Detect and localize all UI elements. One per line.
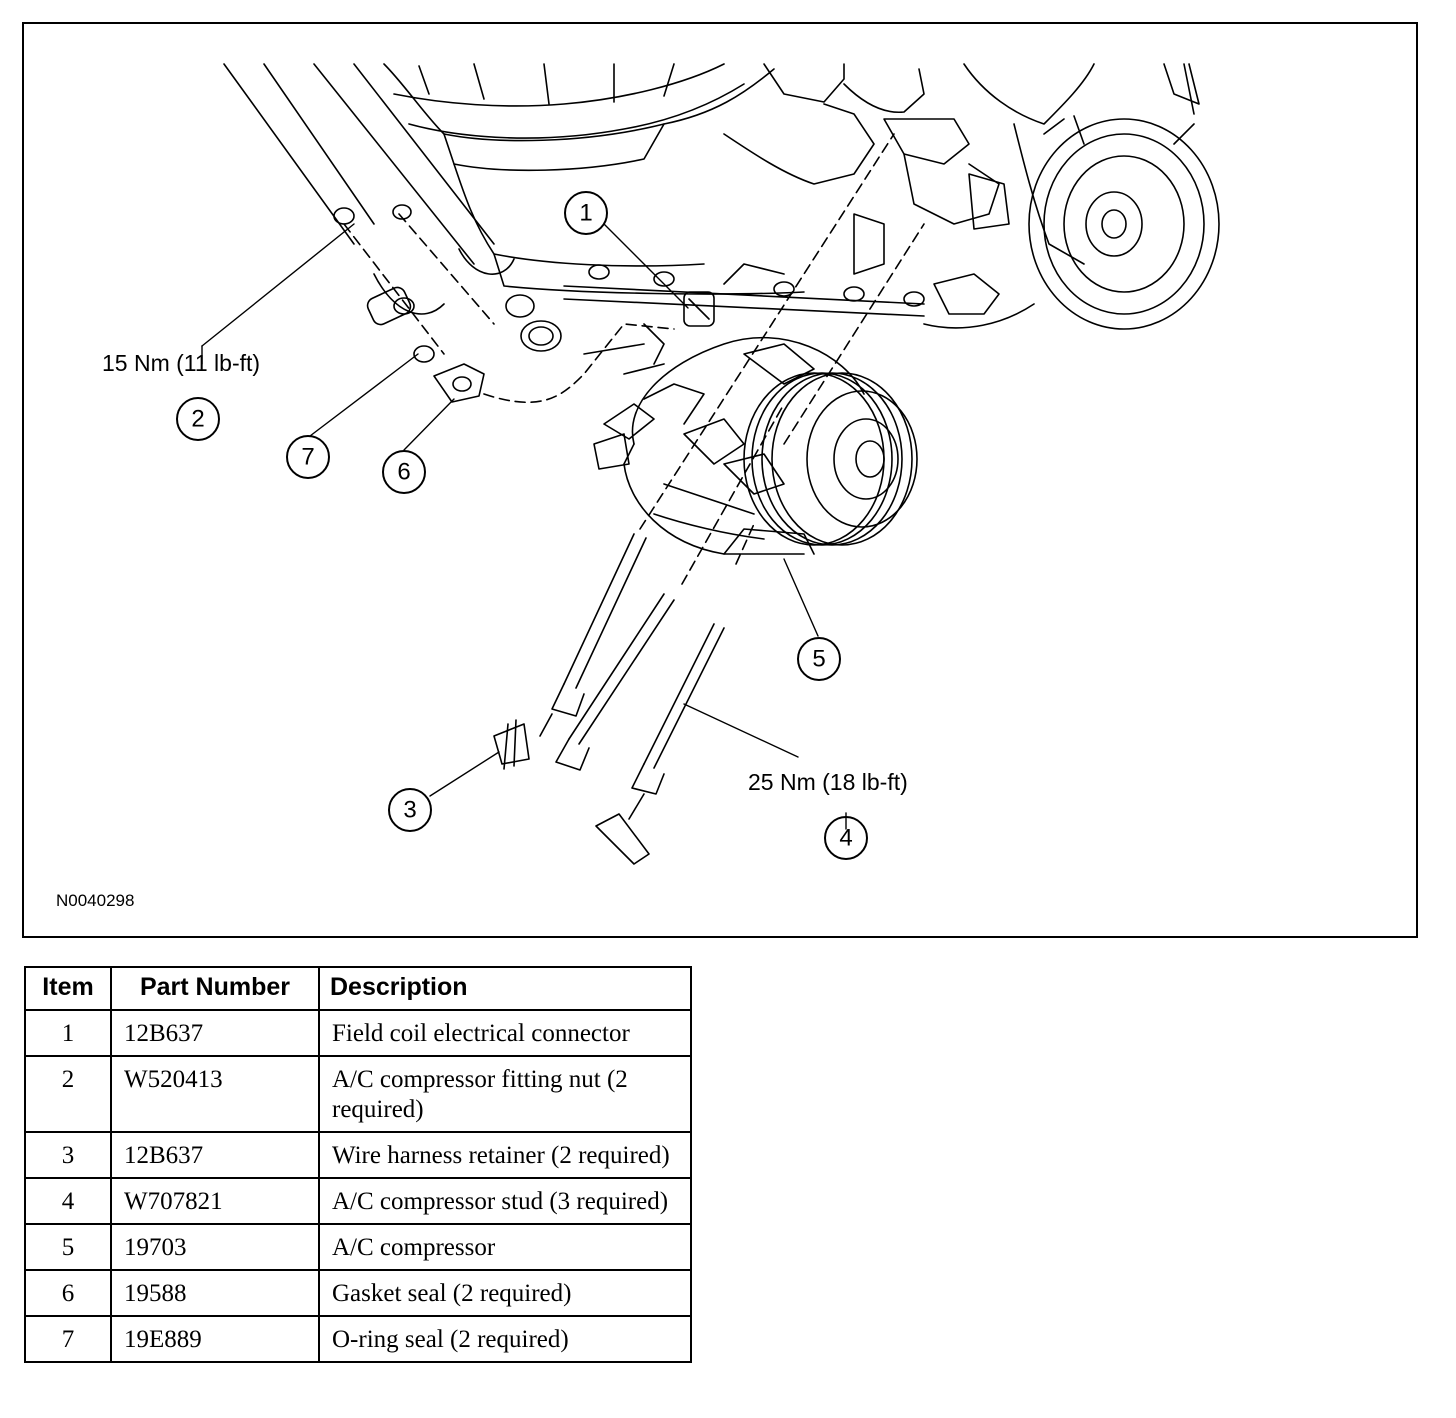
row-item: 7: [24, 1315, 112, 1363]
callout-4: 4: [824, 816, 868, 860]
table-row: 5 19703 A/C compressor: [24, 1223, 692, 1271]
callout-6-number: 6: [397, 459, 410, 486]
table-row: 6 19588 Gasket seal (2 required): [24, 1269, 692, 1317]
row-item: 5: [24, 1223, 112, 1271]
row-part-number: 19588: [110, 1269, 320, 1317]
table-row: 2 W520413 A/C compressor fitting nut (2 …: [24, 1055, 692, 1133]
row-description: A/C compressor: [318, 1223, 692, 1271]
nut-torque-label: 15 Nm (11 lb-ft): [102, 350, 260, 376]
row-item: 4: [24, 1177, 112, 1225]
row-item: 6: [24, 1269, 112, 1317]
row-description: Gasket seal (2 required): [318, 1269, 692, 1317]
callout-6: 6: [382, 450, 426, 494]
callout-4-number: 4: [839, 825, 852, 852]
figure-id: N0040298: [56, 891, 134, 910]
row-description: O-ring seal (2 required): [318, 1315, 692, 1363]
header-description: Description: [318, 966, 692, 1011]
callout-1-number: 1: [579, 200, 592, 227]
callout-3: 3: [388, 788, 432, 832]
header-item: Item: [24, 966, 112, 1011]
row-part-number: 12B637: [110, 1009, 320, 1057]
callout-7: 7: [286, 435, 330, 479]
header-part-number: Part Number: [110, 966, 320, 1011]
row-part-number: 19E889: [110, 1315, 320, 1363]
callout-5: 5: [797, 637, 841, 681]
callout-7-number: 7: [301, 444, 314, 471]
stud-torque-label: 25 Nm (18 lb-ft): [748, 769, 908, 795]
callout-2-number: 2: [191, 406, 204, 433]
engine-block-drawing: [223, 63, 1220, 403]
callout-1: 1: [564, 191, 608, 235]
row-description: Wire harness retainer (2 required): [318, 1131, 692, 1179]
callout-3-number: 3: [403, 797, 416, 824]
mounting-studs-drawing: [343, 133, 925, 865]
callout-5-number: 5: [812, 646, 825, 673]
row-description: A/C compressor fitting nut (2 required): [318, 1055, 692, 1133]
row-part-number: 12B637: [110, 1131, 320, 1179]
parts-table: Item Part Number Description 1 12B637 Fi…: [24, 966, 692, 1363]
row-part-number: W707821: [110, 1177, 320, 1225]
callout-2: 2: [176, 397, 220, 441]
row-item: 3: [24, 1131, 112, 1179]
table-row: 3 12B637 Wire harness retainer (2 requir…: [24, 1131, 692, 1179]
row-part-number: W520413: [110, 1055, 320, 1133]
parts-table-header: Item Part Number Description: [24, 966, 692, 1011]
row-description: A/C compressor stud (3 required): [318, 1177, 692, 1225]
table-row: 4 W707821 A/C compressor stud (3 require…: [24, 1177, 692, 1225]
compressor-exploded-view: 15 Nm (11 lb-ft) 25 Nm (18 lb-ft) 1 2 3 …: [56, 63, 1220, 910]
table-row: 1 12B637 Field coil electrical connector: [24, 1009, 692, 1057]
row-description: Field coil electrical connector: [318, 1009, 692, 1057]
row-item: 1: [24, 1009, 112, 1057]
row-part-number: 19703: [110, 1223, 320, 1271]
row-item: 2: [24, 1055, 112, 1133]
leader-lines: [201, 223, 847, 830]
diagram-frame: 15 Nm (11 lb-ft) 25 Nm (18 lb-ft) 1 2 3 …: [22, 22, 1418, 938]
table-row: 7 19E889 O-ring seal (2 required): [24, 1315, 692, 1363]
